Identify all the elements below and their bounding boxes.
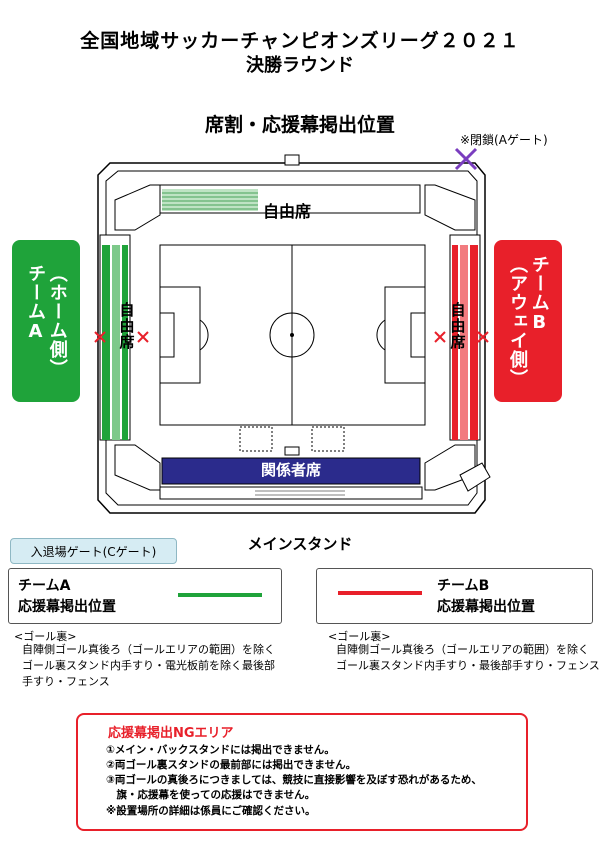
legend-team-b-line2: 応援幕掲出位置 [437, 599, 535, 615]
main-stand-label: メインスタンド [247, 535, 353, 553]
ng-line: ①メイン・バックスタンドには掲出できません。 [106, 744, 335, 756]
closed-gate-icon [454, 147, 478, 171]
legend-team-b [316, 568, 593, 624]
notes-team-a-line: 自陣側ゴール真後ろ（ゴールエリアの範囲）を除く [22, 643, 275, 656]
legend-team-a-swatch [178, 593, 262, 597]
left-stand-label: 自由席 [117, 302, 136, 350]
notes-team-a-head: <ゴール裏> [14, 630, 77, 643]
legend-team-a-line1: チームA [18, 578, 71, 594]
left-stand-team-a [99, 234, 131, 441]
back-stand-label: 自由席 [263, 202, 312, 221]
notes-team-b-line: ゴール裏スタンド内手すり・最後部手すり・フェンス [336, 659, 600, 672]
officials-label: 関係者席 [260, 461, 321, 479]
notes-team-a-line: ゴール裏スタンド内手すり・電光板前を除く最後部 [22, 659, 275, 672]
right-stand-team-b [449, 234, 481, 441]
ng-line: ②両ゴール裏スタンドの最前部には掲出できません。 [106, 759, 357, 771]
ng-line: 旗・応援幕を使っての応援はできません。 [106, 789, 316, 801]
legend-team-b-line1: チームB [437, 578, 490, 594]
team-a-label: チームA [25, 264, 46, 343]
entry-gate-tab: 入退場ゲート(Cゲート) [10, 538, 177, 564]
legend-team-a-line2: 応援幕掲出位置 [18, 599, 116, 615]
page-title: 全国地域サッカーチャンピオンズリーグ２０２１ [80, 30, 520, 52]
officials-block [161, 457, 421, 485]
entry-gate-label: 入退場ゲート(Cゲート) [30, 544, 157, 559]
pitch [159, 244, 426, 426]
team-b-side: （アウェイ側） [507, 254, 528, 388]
stadium-map [94, 147, 491, 514]
legend-team-b-swatch [338, 591, 422, 595]
page-subtitle: 決勝ラウンド [246, 55, 354, 76]
ng-line: ※設置場所の詳細は係員にご確認ください。 [106, 805, 316, 817]
right-stand-label: 自由席 [448, 302, 467, 350]
ng-area-box [76, 713, 528, 831]
team-a-box: チームA （ホーム側） [12, 240, 80, 402]
notes-team-a-line: 手すり・フェンス [22, 675, 110, 688]
team-a-side: （ホーム側） [46, 264, 68, 378]
ng-x-marks [94, 331, 489, 343]
ng-title: 応援幕掲出NGエリア [108, 726, 234, 741]
ng-line: ③両ゴールの真後ろにつきましては、競技に直接影響を及ぼす恐れがあるため、 [106, 774, 482, 786]
team-b-label: チームB [528, 254, 550, 334]
closed-gate-note: ※閉鎖(Aゲート) [460, 133, 548, 147]
team-b-box: （アウェイ側） チームB [494, 240, 562, 402]
notes-team-b-head: <ゴール裏> [328, 630, 391, 643]
notes-team-b-line: 自陣側ゴール真後ろ（ゴールエリアの範囲）を除く [336, 643, 589, 656]
section-title: 席割・応援幕掲出位置 [204, 114, 395, 136]
